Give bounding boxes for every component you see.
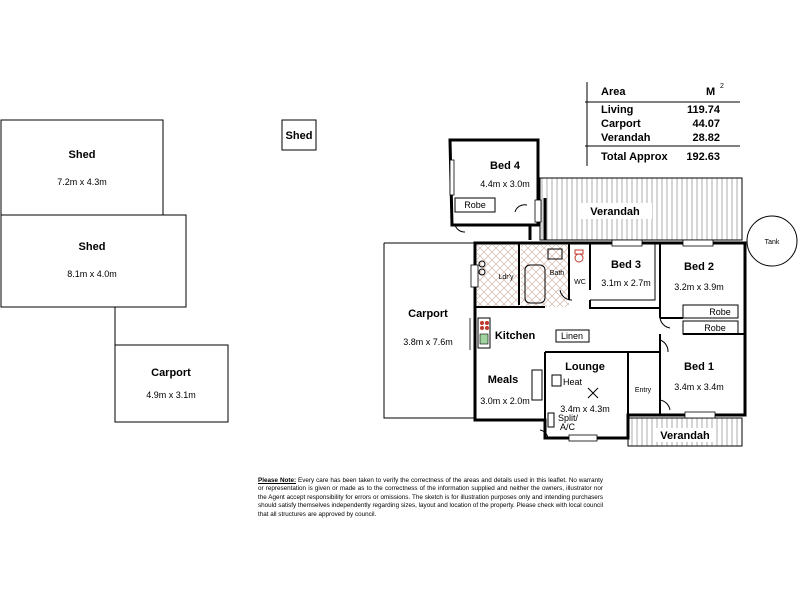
- tank-label: Tank: [765, 239, 780, 246]
- meals-size: 3.0m x 2.0m: [480, 396, 530, 406]
- bed2-robe-b-label: Robe: [704, 323, 726, 333]
- carport-detached-size: 4.9m x 3.1m: [146, 390, 196, 400]
- bed2-robe-a-label: Robe: [709, 307, 731, 317]
- lounge-label: Lounge: [565, 361, 605, 373]
- heater-icon: [551, 374, 562, 387]
- bath-label: Bath: [550, 270, 565, 277]
- verandah-bottom-label: Verandah: [660, 430, 710, 442]
- area-row-value: 44.07: [692, 118, 720, 130]
- shed-second-outline: [0, 214, 187, 308]
- wc-toilet: [574, 253, 584, 263]
- area-header-unit: M: [706, 86, 715, 98]
- bed4-size: 4.4m x 3.0m: [480, 179, 530, 189]
- bed2-label: Bed 2: [684, 261, 714, 273]
- bed3-size: 3.1m x 2.7m: [601, 278, 651, 288]
- shed-large-size: 7.2m x 4.3m: [57, 177, 107, 187]
- bed4-window: [449, 159, 455, 196]
- shed-second-label: Shed: [79, 241, 106, 253]
- lounge-size: 3.4m x 4.3m: [560, 404, 610, 414]
- area-header-label: Area: [601, 86, 626, 98]
- entry-label: Entry: [635, 387, 652, 394]
- note-heading: Please Note:: [258, 477, 297, 484]
- bathtub: [524, 264, 546, 304]
- shed-small-outline: [281, 119, 317, 151]
- shed-second-size: 8.1m x 4.0m: [67, 269, 117, 279]
- area-row-label: Living: [601, 104, 633, 116]
- verandah-top-label: Verandah: [590, 206, 640, 218]
- laundry-window: [470, 264, 479, 288]
- carport-main-size: 3.8m x 7.6m: [403, 337, 453, 347]
- disclaimer-note: Please Note: Every care has been taken t…: [258, 477, 603, 519]
- area-table: Area M 2 Living 119.74 Carport 44.07 Ver…: [585, 82, 740, 166]
- bed4-robe: [454, 197, 496, 213]
- split-ac-label-1: Split/: [558, 413, 579, 423]
- carport-detached-label: Carport: [151, 367, 191, 379]
- carport-main-outline: [383, 242, 475, 419]
- kitchen-label: Kitchen: [495, 330, 536, 342]
- shed-large-label: Shed: [69, 149, 96, 161]
- bed1-size: 3.4m x 3.4m: [674, 382, 724, 392]
- bed4-robe-label: Robe: [464, 200, 486, 210]
- split-ac-unit: [547, 412, 555, 428]
- area-header-sup: 2: [720, 83, 724, 90]
- area-row-value: 28.82: [692, 132, 720, 144]
- meals-label: Meals: [488, 374, 519, 386]
- bed4-door-arc: [454, 224, 466, 233]
- shed-large-outline: [0, 119, 164, 216]
- ceiling-fan-icon: [587, 387, 599, 399]
- carport-detached-outline: [114, 344, 229, 423]
- shed-small-label: Shed: [286, 130, 313, 142]
- bed3-label: Bed 3: [611, 259, 641, 271]
- area-total-label: Total Approx: [601, 151, 668, 163]
- bed4-walls: [448, 138, 540, 227]
- wc-label: WC: [574, 279, 586, 286]
- outbuildings: Shed 7.2m x 4.3m Shed 8.1m x 4.0m Carpor…: [0, 119, 317, 423]
- area-row-label: Carport: [601, 118, 641, 130]
- linen-label: Linen: [561, 331, 583, 341]
- area-row-value: 119.74: [687, 104, 721, 116]
- bed2-size: 3.2m x 3.9m: [674, 282, 724, 292]
- linen-cupboard: [555, 329, 590, 343]
- split-ac-label-2: A/C: [560, 422, 576, 432]
- area-total-value: 192.63: [686, 151, 720, 163]
- verandah-top-area: [539, 177, 743, 241]
- bed1-label: Bed 1: [684, 361, 714, 373]
- bed4-label: Bed 4: [490, 160, 521, 172]
- bed2-robe-a: [682, 304, 739, 319]
- area-row-label: Verandah: [601, 132, 651, 144]
- heat-label: Heat: [563, 377, 583, 387]
- tank-circle: [746, 215, 798, 267]
- note-body: Every care has been taken to verify the …: [258, 477, 604, 518]
- carport-main-label: Carport: [408, 308, 448, 320]
- house-plan: Verandah Verandah Bed 4 4.4m x 3.0m Robe…: [383, 138, 798, 447]
- laundry-label: Ldr'y: [499, 274, 514, 281]
